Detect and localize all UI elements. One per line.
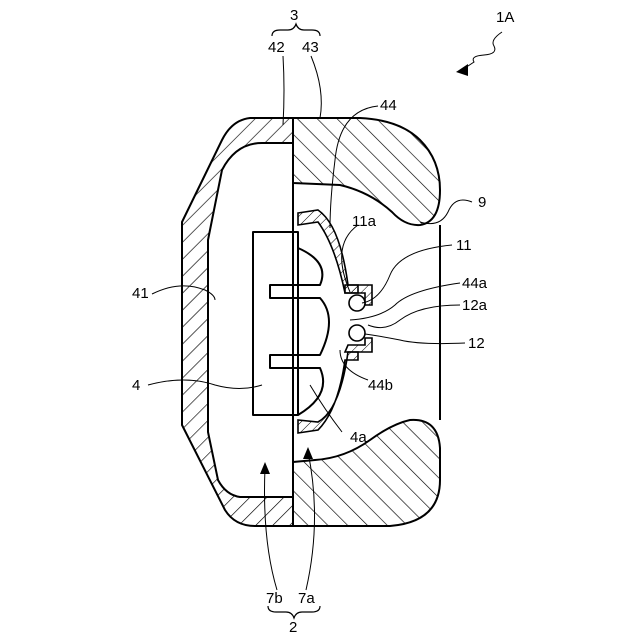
- label-11: 11: [456, 237, 472, 254]
- leader-11: [362, 245, 452, 303]
- label-4: 4: [132, 377, 140, 394]
- brace-3: [272, 24, 320, 36]
- label-44: 44: [380, 97, 397, 114]
- label-44a: 44a: [462, 275, 488, 292]
- label-4a: 4a: [350, 429, 367, 446]
- arrow-7a: [303, 447, 313, 459]
- left-housing-wall: [182, 118, 293, 526]
- right-housing-upper: [293, 118, 440, 225]
- leader-12a: [368, 305, 460, 328]
- leader-12: [365, 334, 465, 344]
- label-7b: 7b: [266, 590, 283, 607]
- inner-shell-lower: [298, 352, 358, 433]
- label-43: 43: [302, 39, 319, 56]
- leader-7b: [265, 468, 278, 590]
- ball-12: [349, 325, 365, 341]
- arrow-7b: [260, 462, 270, 474]
- label-41: 41: [132, 285, 149, 302]
- leader-42: [283, 56, 284, 125]
- label-9: 9: [478, 194, 486, 211]
- leader-43: [311, 56, 321, 118]
- label-2: 2: [289, 619, 297, 636]
- figure-ref-arrowhead: [456, 64, 468, 76]
- label-44b: 44b: [368, 377, 393, 394]
- label-1A: 1A: [496, 9, 514, 26]
- driver-step-profile: [270, 248, 329, 415]
- label-7a: 7a: [298, 590, 315, 607]
- label-12: 12: [468, 335, 485, 352]
- label-12a: 12a: [462, 297, 488, 314]
- brace-2: [268, 606, 320, 618]
- driver-unit: [253, 232, 298, 415]
- label-42: 42: [268, 39, 285, 56]
- label-3: 3: [290, 7, 298, 24]
- label-11a: 11a: [352, 213, 377, 230]
